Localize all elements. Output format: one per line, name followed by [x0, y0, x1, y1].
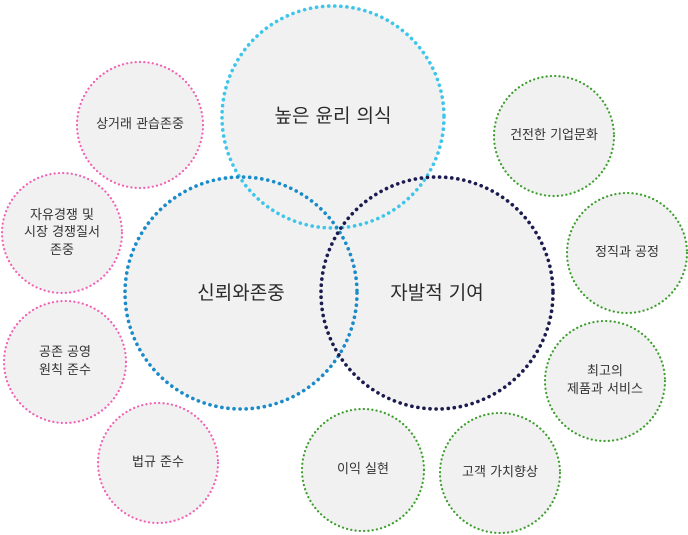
left-item-circle-3: [2, 299, 128, 425]
right-item-label-1: 건전한 기업문화: [510, 128, 598, 144]
left-item-label-1: 상거래 관습존중: [96, 117, 184, 133]
left-item-label-2: 자유경쟁 및 시장 경쟁질서 존중: [24, 207, 100, 258]
right-item-label-2: 정직과 공정: [595, 245, 659, 261]
voluntary-circle: [319, 175, 555, 411]
left-item-circle-4: [96, 401, 220, 525]
left-item-circle-1: [75, 60, 205, 190]
right-item-circle-2: [565, 191, 688, 315]
right-item-circle-5: [300, 407, 426, 533]
right-item-label-3: 최고의 제품과 서비스: [567, 364, 643, 397]
trust-circle: [123, 175, 359, 411]
trust-label: 신뢰와존중: [197, 282, 285, 305]
ethics-label: 높은 윤리 의식: [274, 105, 392, 128]
right-item-circle-3: [543, 319, 667, 443]
right-item-label-5: 이익 실현: [337, 462, 389, 478]
right-item-circle-1: [492, 74, 616, 198]
left-item-label-3: 공존 공영 원칙 준수: [39, 345, 91, 378]
left-item-circle-2: [0, 171, 124, 295]
right-item-label-4: 고객 가치향상: [462, 465, 538, 481]
right-item-circle-4: [438, 411, 562, 535]
voluntary-label: 자발적 기여: [390, 282, 484, 305]
ethics-circle: [220, 4, 446, 230]
left-item-label-4: 법규 준수: [132, 455, 184, 471]
